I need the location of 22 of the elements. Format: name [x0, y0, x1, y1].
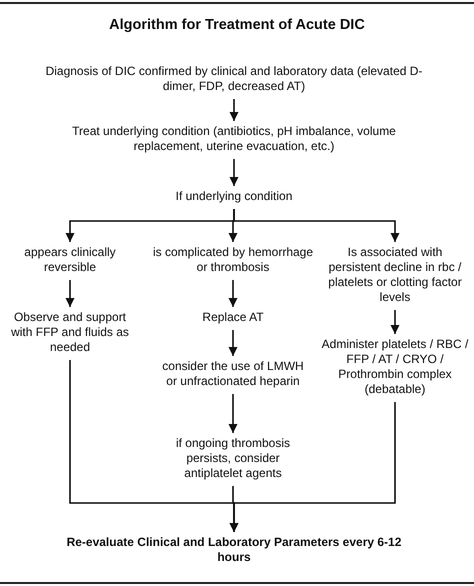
- step-text: if ongoing thrombosis persists, consider antiplatelet agents: [174, 436, 292, 481]
- step-text: Observe and support with FFP and fluids as needed: [10, 310, 130, 355]
- arrow: [390, 310, 400, 334]
- arrow: [233, 209, 400, 242]
- arrow: [230, 402, 396, 532]
- step-text: Administer platelets / RBC / FFP / AT / CRYO / Prothrombin complex (debatable): [320, 337, 470, 397]
- step-text: Re-evaluate Clinical and Laboratory Parameters every 6-12 hours: [66, 535, 402, 565]
- arrow: [228, 394, 238, 433]
- step-text: consider the use of LMWH or unfractionated heparin: [161, 359, 305, 389]
- step-text: Diagnosis of DIC confirmed by clinical and laboratory data (elevated D-dimer, FDP, decreased AT): [44, 64, 424, 94]
- step-text: Treat underlying condition (antibiotics, pH imbalance, volume replacement, uterine evacuation, etc.): [71, 124, 397, 154]
- step-text: is complicated by hemorrhage or thrombosis: [152, 245, 314, 275]
- arrow: [228, 280, 238, 307]
- arrow: [230, 99, 238, 121]
- arrow: [66, 280, 74, 307]
- step-text: Is associated with persistent decline in rbc / platelets or clotting factor levels: [327, 245, 463, 305]
- arrow: [230, 159, 238, 186]
- diagram-title: Algorithm for Treatment of Acute DIC: [108, 17, 366, 33]
- step-text: Replace AT: [202, 310, 264, 325]
- step-text: appears clinically reversible: [23, 245, 117, 275]
- arrow: [228, 330, 238, 356]
- step-text: If underlying condition: [176, 189, 292, 204]
